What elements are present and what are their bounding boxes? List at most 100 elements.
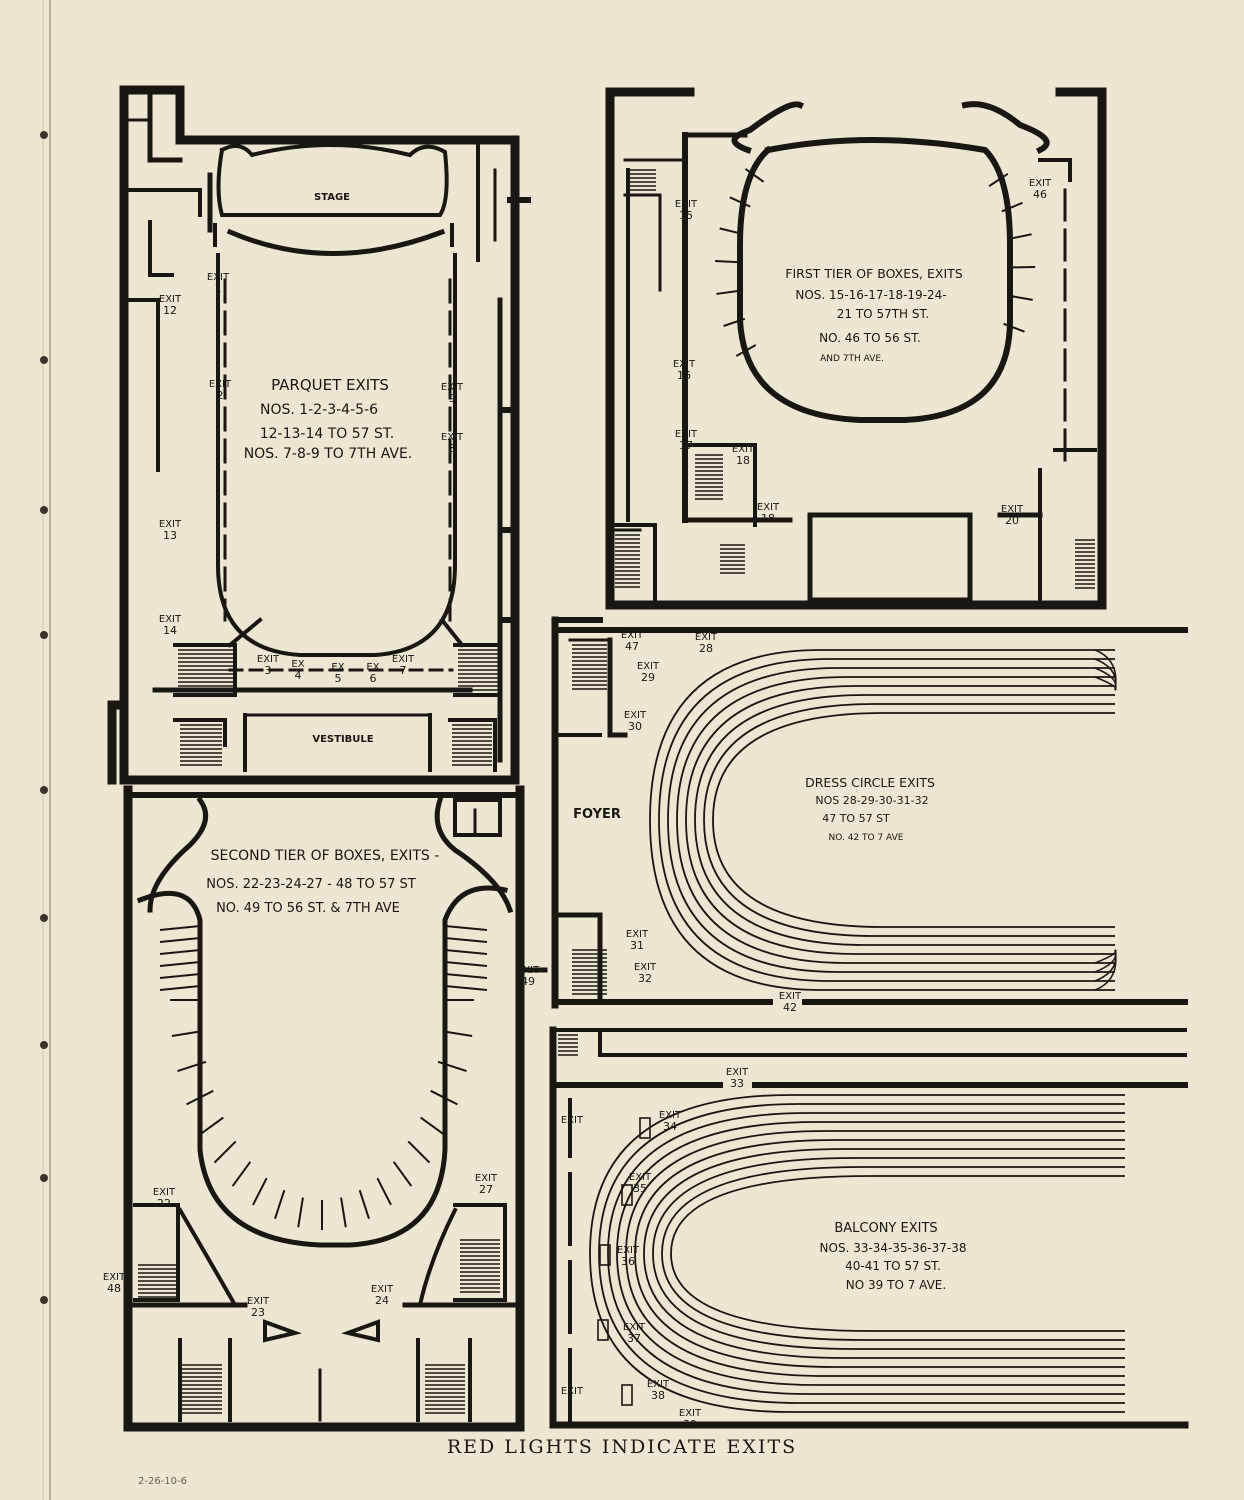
exit-number: 42 bbox=[783, 1001, 797, 1014]
exit-number: 13 bbox=[163, 529, 177, 542]
red-lights-caption: RED LIGHTS INDICATE EXITS bbox=[446, 1436, 798, 1458]
exit-word: EX bbox=[291, 659, 304, 670]
exit-number: 48 bbox=[107, 1282, 121, 1295]
seating-row-arc bbox=[607, 1112, 1125, 1395]
exit-number: 9 bbox=[449, 392, 456, 405]
exit-word: EXIT bbox=[1001, 504, 1024, 515]
box-partition bbox=[444, 949, 488, 955]
balcony-line-2: 40-41 TO 57 ST. bbox=[845, 1259, 941, 1273]
seating-row-arc bbox=[598, 1103, 1125, 1404]
exit-marker-5: EX5 bbox=[331, 662, 344, 685]
first-tier-title: FIRST TIER OF BOXES, EXITS bbox=[785, 266, 963, 281]
dress-circle-plan bbox=[551, 616, 1188, 1009]
exit-word: EXIT bbox=[561, 1386, 584, 1397]
dress-circle-line-2: 47 TO 57 ST bbox=[822, 812, 890, 825]
exit-word: EXIT bbox=[621, 630, 644, 641]
exit-word: EXIT bbox=[695, 632, 718, 643]
exit-word: EXIT bbox=[757, 502, 780, 513]
exit-number: 18 bbox=[761, 512, 775, 525]
exit-number: 23 bbox=[251, 1306, 265, 1319]
exit-number: 2 bbox=[217, 389, 224, 402]
exit-word: EXIT bbox=[634, 962, 657, 973]
exit-word: EXIT bbox=[659, 1110, 682, 1121]
exit-word: EXIT bbox=[371, 1284, 394, 1295]
box-partition bbox=[430, 1089, 458, 1106]
exit-word: EXIT bbox=[159, 614, 182, 625]
box-partition bbox=[407, 1140, 431, 1164]
seating-row-arc bbox=[634, 1139, 1125, 1368]
seating-row-arc bbox=[1094, 949, 1117, 964]
exit-number: 3 bbox=[265, 664, 272, 677]
balcony-plan bbox=[549, 1026, 1189, 1429]
dress-circle-line-3: NO. 42 TO 7 AVE bbox=[829, 833, 904, 843]
box-partition bbox=[1010, 295, 1033, 301]
box-partition bbox=[1001, 201, 1023, 213]
exit-word: EXIT bbox=[623, 1322, 646, 1333]
box-partition bbox=[159, 937, 201, 943]
exit-number: 18 bbox=[736, 454, 750, 467]
box-partition bbox=[159, 985, 201, 991]
exit-number: 39 bbox=[683, 1418, 697, 1431]
exit-number: 46 bbox=[1033, 188, 1047, 201]
exit-word: EXIT bbox=[561, 1115, 584, 1126]
exit-number: 20 bbox=[1005, 514, 1019, 527]
exit-word: EXIT bbox=[626, 929, 649, 940]
exit-number: 17 bbox=[679, 439, 693, 452]
dress-circle-title: DRESS CIRCLE EXITS bbox=[805, 775, 935, 790]
exit-number: 22 bbox=[157, 1197, 171, 1210]
exit-word: EXIT bbox=[257, 654, 280, 665]
exit-word: EXIT bbox=[675, 429, 698, 440]
exit-number: 35 bbox=[633, 1182, 647, 1195]
box-partition bbox=[198, 1116, 224, 1136]
exit-word: EXIT bbox=[1029, 178, 1052, 189]
balcony-title: BALCONY EXITS bbox=[834, 1221, 937, 1236]
exit-word: EXIT bbox=[153, 1187, 176, 1198]
box-partition bbox=[159, 961, 201, 967]
foyer-label: FOYER bbox=[573, 807, 621, 822]
exit-word: EXIT bbox=[647, 1379, 670, 1390]
parquet-line-2: 12-13-14 TO 57 ST. bbox=[260, 426, 395, 442]
first-tier-line-1: NOS. 15-16-17-18-19-24- bbox=[795, 288, 946, 302]
exit-word: EXIT bbox=[726, 1067, 749, 1078]
first-tier-plan bbox=[605, 87, 1107, 610]
box-partition bbox=[715, 259, 738, 264]
box-partition bbox=[1009, 233, 1032, 240]
exit-number: 30 bbox=[628, 720, 642, 733]
exit-word: EXIT bbox=[637, 661, 660, 672]
box-partition bbox=[988, 172, 1009, 187]
exit-word: EX bbox=[331, 662, 344, 673]
second-tier-line-2: NO. 49 TO 56 ST. & 7TH AVE bbox=[216, 901, 400, 916]
binding-holes bbox=[40, 0, 51, 1500]
exit-number: 24 bbox=[375, 1294, 389, 1307]
box-partition bbox=[274, 1189, 286, 1220]
seating-row-arc bbox=[652, 1157, 1125, 1350]
box-partition bbox=[420, 1116, 446, 1136]
second-tier-line-1: NOS. 22-23-24-27 - 48 TO 57 ST bbox=[206, 877, 416, 892]
seating-row-arc bbox=[685, 685, 1115, 955]
seating-row-arc bbox=[670, 1175, 1125, 1332]
box-partition bbox=[442, 1030, 473, 1037]
box-partition bbox=[340, 1197, 347, 1228]
exit-word: EXIT bbox=[732, 444, 755, 455]
box-partition bbox=[744, 168, 765, 183]
exit-number: 32 bbox=[638, 972, 652, 985]
exit-word: EXIT bbox=[673, 359, 696, 370]
exit-number: 6 bbox=[370, 672, 377, 685]
exit-word: EXIT bbox=[247, 1296, 270, 1307]
seating-row-arc bbox=[703, 703, 1115, 937]
